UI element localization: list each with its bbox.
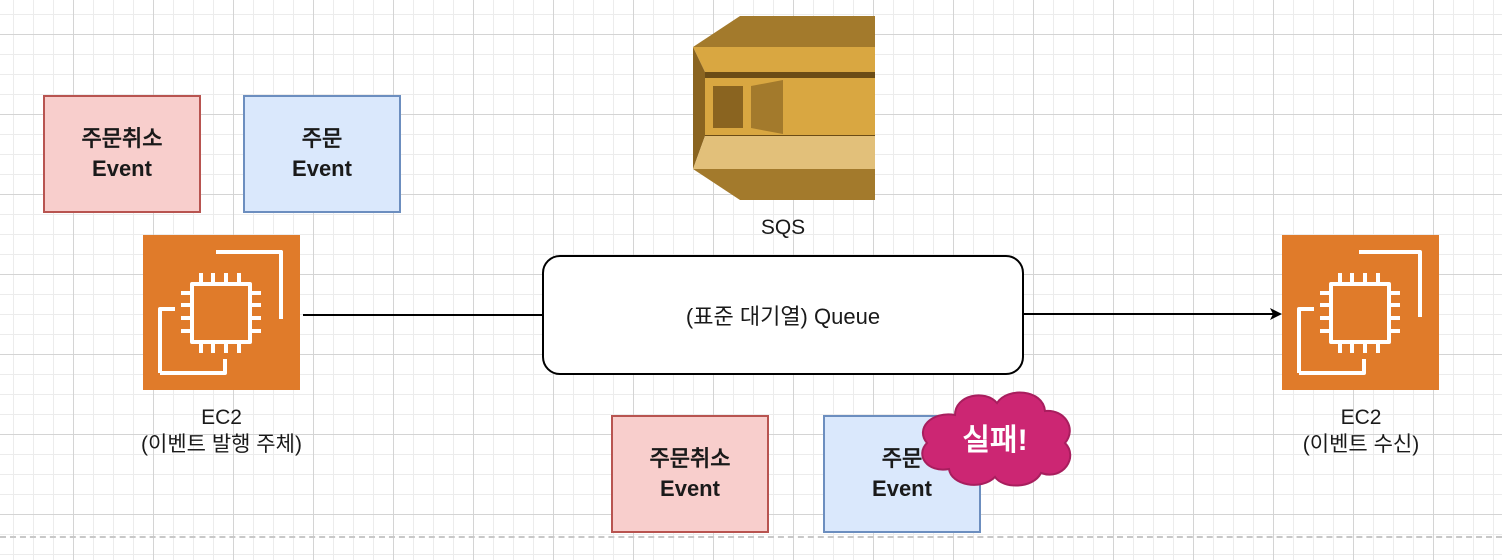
event-subtitle: Event xyxy=(292,156,352,181)
event-title: 주문취소 xyxy=(81,126,163,151)
top-cancel-event-box: 주문취소 Event xyxy=(43,95,201,213)
sqs-icon xyxy=(693,16,875,200)
consumer-ec2-icon xyxy=(1282,235,1439,390)
bottom-cancel-event-box: 주문취소 Event xyxy=(611,415,769,533)
producer-label: EC2 xyxy=(201,406,242,429)
event-title: 주문취소 xyxy=(649,446,731,471)
producer-caption: EC2 (이벤트 발행 주체) xyxy=(110,404,333,458)
failure-label: 실패! xyxy=(962,424,1028,457)
producer-sublabel: (이벤트 발행 주체) xyxy=(141,433,302,456)
consumer-label: EC2 xyxy=(1340,406,1382,429)
consumer-sublabel: (이벤트 수신) xyxy=(1302,433,1420,456)
consumer-caption: EC2 (이벤트 수신) xyxy=(1270,404,1452,458)
producer-ec2-icon xyxy=(143,235,300,390)
event-subtitle: Event xyxy=(660,476,720,501)
top-order-event-box: 주문 Event xyxy=(243,95,401,213)
event-title: 주문 xyxy=(881,446,923,471)
event-title: 주문 xyxy=(301,126,343,151)
standard-queue-box: (표준 대기열) Queue xyxy=(542,255,1024,375)
sqs-caption: SQS xyxy=(760,216,806,239)
dashed-separator xyxy=(0,536,1502,538)
failure-cloud-icon xyxy=(921,391,1072,487)
queue-label: (표준 대기열) Queue xyxy=(685,304,881,329)
event-subtitle: Event xyxy=(92,156,152,181)
event-subtitle: Event xyxy=(872,476,932,501)
